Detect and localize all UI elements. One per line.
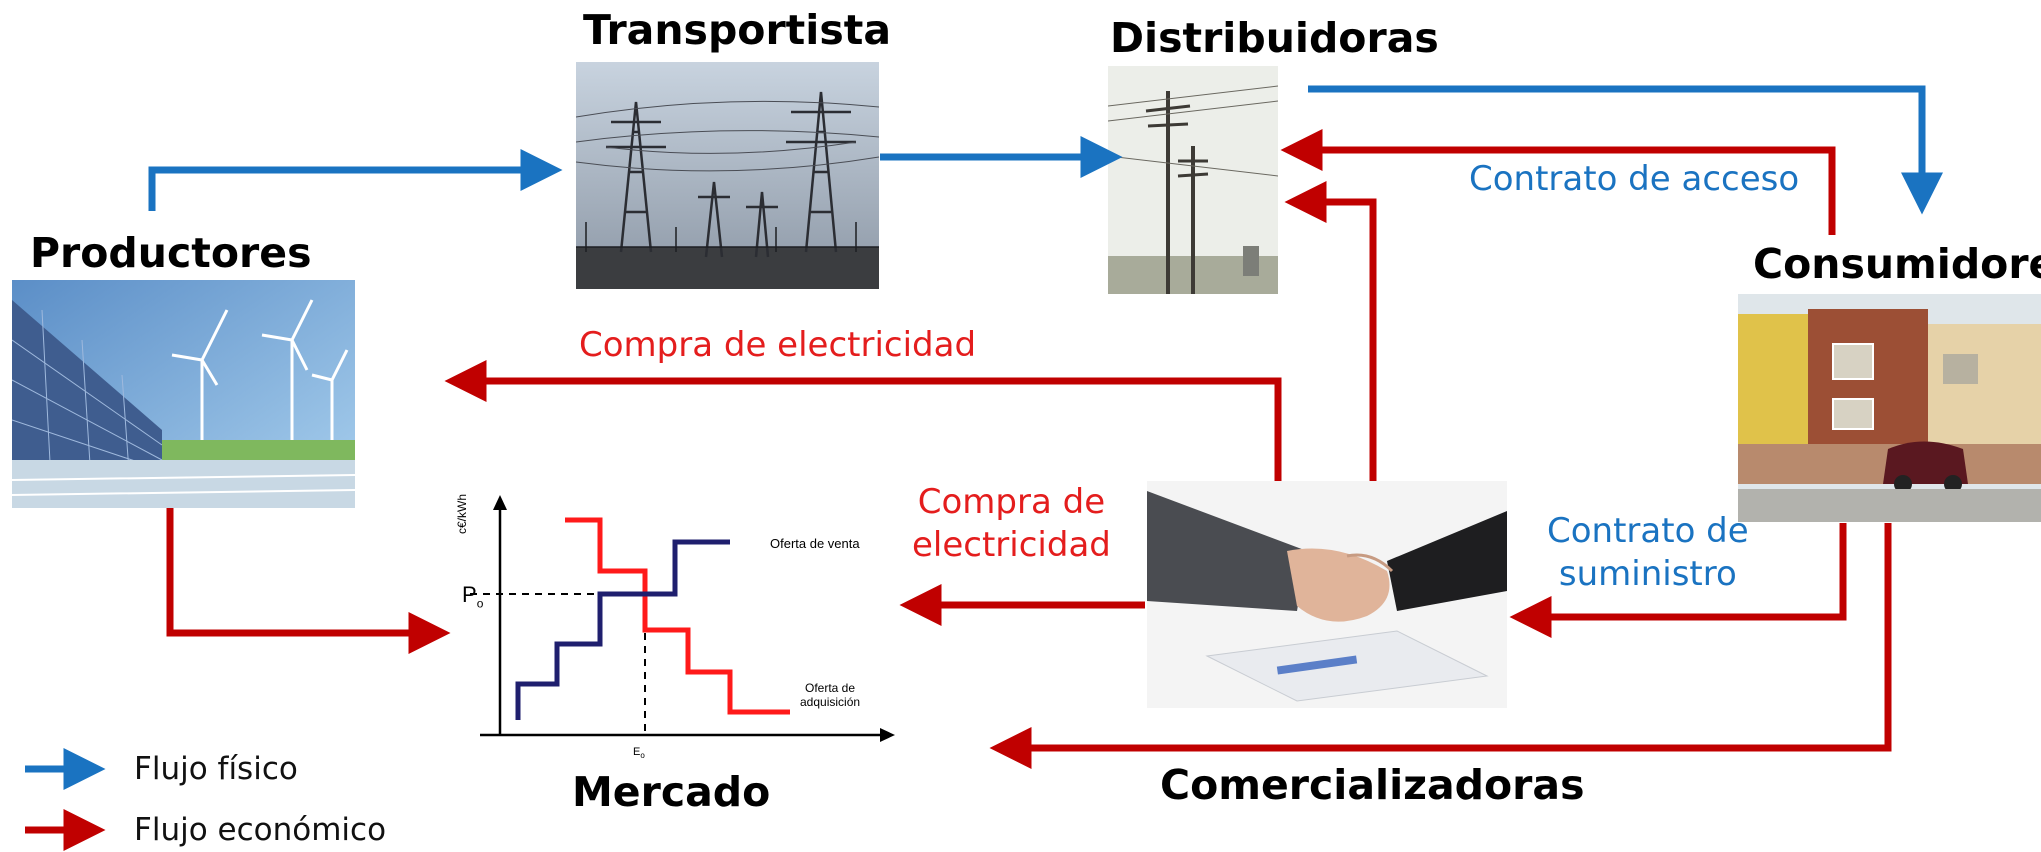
flow-economic-retailers-distribution [1284,181,1377,481]
chart-quantity-label: Eo [633,746,645,761]
chart-ylabel: c€/kWh [455,493,469,534]
node-mercado-label: Mercado [572,768,771,816]
sell-offer-curve [515,539,730,720]
node-comercializadoras-label: Comercializadoras [1160,761,1585,809]
flow-physical-distribution-consumers [1308,85,1943,215]
consumers-house-image [1738,294,2041,522]
flow-economic-producers-market [166,508,451,654]
market-chart [470,495,895,742]
legend-economic-label: Flujo económico [134,812,387,848]
handshake-image [1147,481,1507,708]
transmission-towers-image [576,62,879,289]
label-contrato-suministro: Contrato de suministro [1547,511,1749,594]
chart-series-sell: Oferta de venta [770,536,860,551]
node-productores-label: Productores [30,229,312,277]
buy-offer-curve [565,517,790,715]
flow-physical-producers-transport [148,149,563,211]
label-compra-electricidad-mid: Compra de electricidad [912,482,1111,565]
flow-economic-consumers-retailers [1509,523,1847,638]
label-compra-electricidad-top: Compra de electricidad [579,325,977,365]
producers-renewables-image [12,280,355,508]
flow-economic-consumers-retailers-bottom [989,523,1892,769]
chart-price-label: Po [462,582,484,611]
flow-economic-consumers-distribution [1280,129,1836,235]
legend-physical-label: Flujo físico [134,751,298,787]
chart-series-buy: Oferta de adquisición [800,681,861,709]
distribution-poles-image [1108,66,1278,294]
node-transportista-label: Transportista [583,6,892,54]
node-distribuidoras-label: Distribuidoras [1110,14,1439,62]
flow-economic-retailers-producers [444,360,1282,481]
label-contrato-acceso: Contrato de acceso [1469,159,1800,199]
node-consumidores-label: Consumidores [1753,240,2041,288]
